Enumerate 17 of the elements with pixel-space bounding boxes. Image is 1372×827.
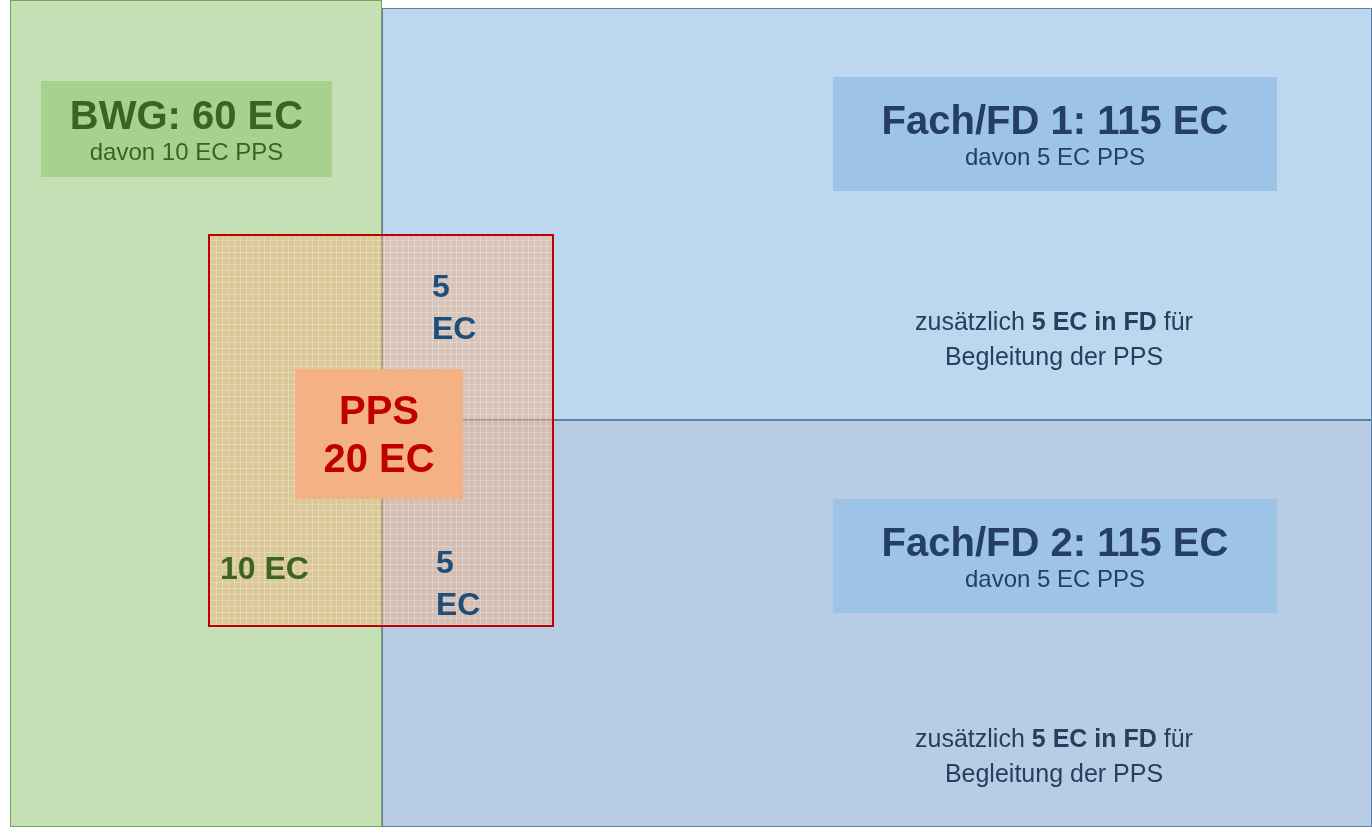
label-card	[833, 499, 1277, 613]
ec-label: 10 EC	[220, 549, 310, 588]
ec-label: 5 EC	[432, 267, 478, 348]
heading-text: Fach/FD 1: 115 EC	[881, 97, 1229, 144]
label-card	[41, 81, 332, 177]
subheading-text: davon 5 EC PPS	[964, 143, 1146, 171]
note-text: zusätzlich 5 EC in FD für Begleitung der PPS	[914, 306, 1194, 372]
ec-label: 5 EC	[436, 543, 482, 624]
label-card	[295, 369, 463, 499]
heading-text: PPS 20 EC	[322, 387, 436, 482]
heading-text: BWG: 60 EC	[69, 92, 304, 139]
heading-text: Fach/FD 2: 115 EC	[881, 519, 1229, 566]
label-card	[833, 77, 1277, 191]
note-text: zusätzlich 5 EC in FD für Begleitung der PPS	[914, 723, 1194, 789]
subheading-text: davon 10 EC PPS	[89, 138, 284, 166]
subheading-text: davon 5 EC PPS	[964, 565, 1146, 593]
overlap-square	[208, 234, 554, 627]
